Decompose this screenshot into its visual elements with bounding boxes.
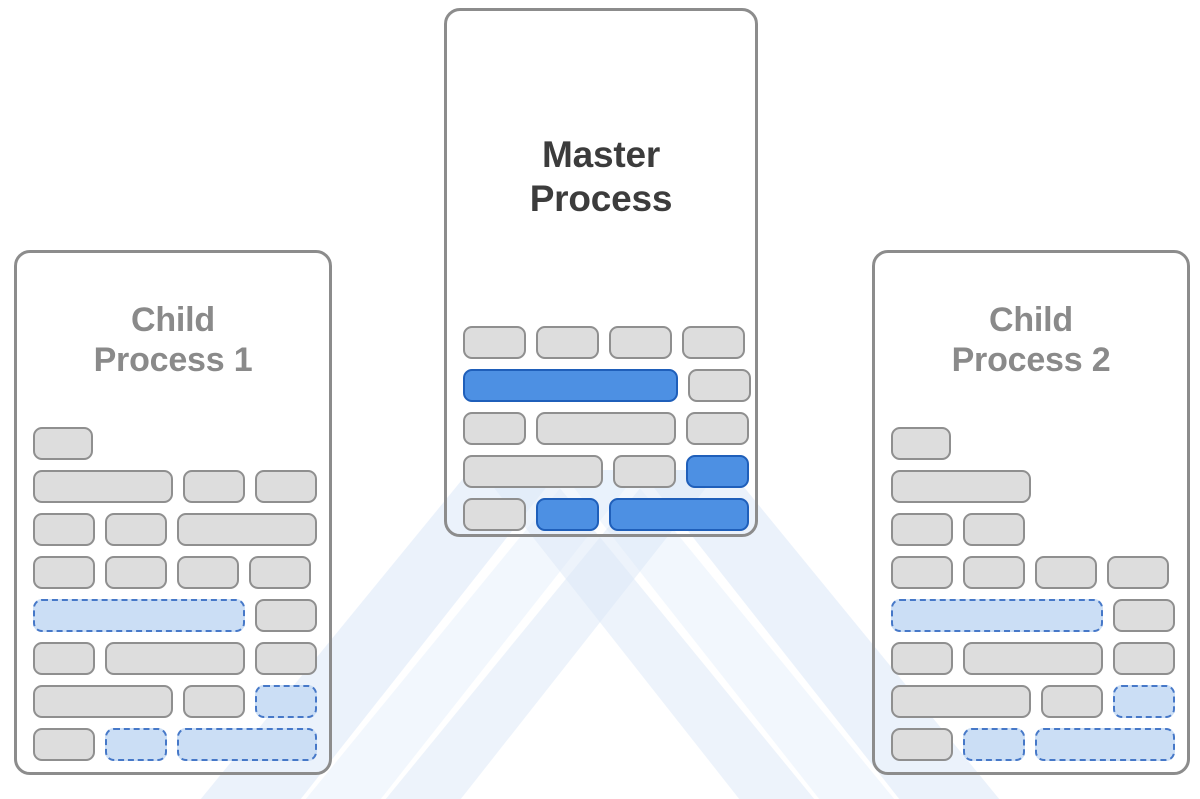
memory-block-gray[interactable] — [463, 412, 526, 445]
memory-block-row — [463, 369, 751, 402]
memory-block-gray[interactable] — [33, 427, 93, 460]
memory-block-blue[interactable] — [536, 498, 599, 531]
memory-block-row — [891, 427, 1171, 460]
memory-block-row — [463, 326, 745, 359]
memory-block-row — [891, 642, 1175, 675]
memory-block-row — [891, 470, 1171, 503]
memory-block-gray[interactable] — [177, 513, 317, 546]
memory-block-gray[interactable] — [105, 556, 167, 589]
panel-child-process-1[interactable]: Child Process 1 — [14, 250, 332, 775]
memory-block-gray[interactable] — [249, 556, 311, 589]
memory-block-row — [463, 498, 749, 531]
memory-block-row — [891, 599, 1175, 632]
memory-block-gray[interactable] — [1035, 556, 1097, 589]
memory-block-row — [891, 513, 1171, 546]
memory-block-dashed[interactable] — [177, 728, 317, 761]
panel-title-master-process: Master Process — [529, 134, 673, 219]
memory-block-gray[interactable] — [33, 513, 95, 546]
memory-block-dashed[interactable] — [105, 728, 167, 761]
memory-block-gray[interactable] — [1113, 599, 1175, 632]
memory-block-grid-child-process-2 — [875, 427, 1187, 771]
memory-block-row — [33, 470, 317, 503]
memory-block-row — [33, 728, 317, 761]
panel-master-process[interactable]: Master Process — [444, 8, 758, 537]
memory-block-row — [891, 728, 1175, 761]
memory-block-row — [463, 412, 749, 445]
memory-block-gray[interactable] — [1113, 642, 1175, 675]
memory-block-blue[interactable] — [609, 498, 749, 531]
memory-block-gray[interactable] — [177, 556, 239, 589]
memory-block-gray[interactable] — [891, 427, 951, 460]
memory-block-gray[interactable] — [33, 728, 95, 761]
memory-block-gray[interactable] — [463, 498, 526, 531]
memory-block-row — [33, 556, 313, 589]
memory-block-gray[interactable] — [891, 728, 953, 761]
memory-block-gray[interactable] — [1107, 556, 1169, 589]
memory-block-gray[interactable] — [609, 326, 672, 359]
memory-block-gray[interactable] — [963, 642, 1103, 675]
memory-block-dashed[interactable] — [33, 599, 245, 632]
memory-block-gray[interactable] — [105, 513, 167, 546]
memory-block-gray[interactable] — [105, 642, 245, 675]
memory-block-gray[interactable] — [255, 599, 317, 632]
memory-block-blue[interactable] — [463, 369, 678, 402]
memory-block-gray[interactable] — [891, 513, 953, 546]
memory-block-gray[interactable] — [33, 470, 173, 503]
memory-block-blue[interactable] — [686, 455, 749, 488]
memory-block-gray[interactable] — [891, 556, 953, 589]
memory-block-gray[interactable] — [33, 556, 95, 589]
memory-block-grid-master-process — [447, 326, 755, 541]
memory-block-gray[interactable] — [183, 685, 245, 718]
memory-block-dashed[interactable] — [891, 599, 1103, 632]
memory-block-grid-child-process-1 — [17, 427, 329, 771]
memory-block-gray[interactable] — [33, 685, 173, 718]
memory-block-row — [33, 685, 317, 718]
memory-block-gray[interactable] — [255, 470, 317, 503]
memory-block-gray[interactable] — [613, 455, 676, 488]
memory-block-gray[interactable] — [963, 513, 1025, 546]
memory-block-row — [463, 455, 749, 488]
memory-block-row — [891, 556, 1171, 589]
panel-title-child-process-1: Child Process 1 — [93, 301, 253, 380]
panel-child-process-2[interactable]: Child Process 2 — [872, 250, 1190, 775]
memory-block-row — [891, 685, 1175, 718]
memory-block-gray[interactable] — [1041, 685, 1103, 718]
memory-block-row — [33, 513, 317, 546]
memory-block-dashed[interactable] — [1035, 728, 1175, 761]
memory-block-row — [33, 599, 317, 632]
memory-block-gray[interactable] — [536, 412, 676, 445]
memory-block-gray[interactable] — [891, 642, 953, 675]
memory-block-gray[interactable] — [891, 685, 1031, 718]
memory-block-gray[interactable] — [963, 556, 1025, 589]
memory-block-dashed[interactable] — [1113, 685, 1175, 718]
memory-block-gray[interactable] — [891, 470, 1031, 503]
memory-block-gray[interactable] — [463, 326, 526, 359]
memory-block-dashed[interactable] — [963, 728, 1025, 761]
panel-title-child-process-2: Child Process 2 — [951, 301, 1111, 380]
memory-block-row — [33, 427, 313, 460]
memory-block-gray[interactable] — [682, 326, 745, 359]
memory-block-gray[interactable] — [463, 455, 603, 488]
memory-block-gray[interactable] — [255, 642, 317, 675]
memory-block-dashed[interactable] — [255, 685, 317, 718]
memory-block-gray[interactable] — [33, 642, 95, 675]
memory-block-gray[interactable] — [536, 326, 599, 359]
memory-block-gray[interactable] — [183, 470, 245, 503]
memory-block-gray[interactable] — [686, 412, 749, 445]
memory-block-gray[interactable] — [688, 369, 751, 402]
memory-block-row — [33, 642, 317, 675]
